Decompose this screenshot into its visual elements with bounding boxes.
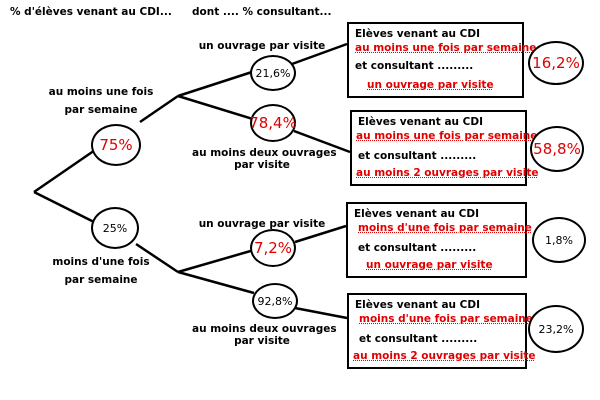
edge-split-to-78	[177, 94, 257, 122]
result-circle-1: 16,2%	[528, 41, 584, 85]
edge-75-to-split	[139, 94, 179, 124]
node-25: 25%	[91, 207, 139, 249]
edge-split-to-21	[177, 70, 253, 98]
node-7-2: 7,2%	[250, 229, 296, 267]
box1-line1: Elèves venant au CDI	[355, 28, 480, 40]
level1-label-top-line2: par semaine	[64, 104, 138, 116]
level2-label-2: au moins deux ouvrages par visite	[192, 147, 337, 171]
level1-label-bottom-line2: par semaine	[64, 274, 138, 286]
result-circle-3: 1,8%	[532, 217, 586, 263]
edge-root-to-25	[33, 190, 95, 224]
box4-line3: et consultant .........	[359, 333, 478, 345]
header-left: % d'élèves venant au CDI...	[10, 6, 172, 18]
box1-line4: un ouvrage par visite	[367, 79, 494, 91]
level1-label-bottom: moins d'une fois par semaine	[46, 256, 156, 286]
box2-line4: au moins 2 ouvrages par visite	[356, 167, 539, 179]
result-box-4: Elèves venant au CDI moins d'une fois pa…	[347, 293, 536, 369]
edge-21-to-box1	[291, 42, 348, 66]
level2-label-1: un ouvrage par visite	[198, 40, 326, 52]
box3-line3: et consultant .........	[358, 242, 477, 254]
edge-root-to-75	[33, 146, 99, 194]
edge-split-to-92	[177, 270, 255, 295]
level2-label-4: au moins deux ouvrages par visite	[192, 323, 337, 347]
level1-label-top: au moins une fois par semaine	[46, 86, 156, 116]
box4-line4: au moins 2 ouvrages par visite	[353, 350, 536, 362]
level1-label-bottom-line1: moins d'une fois	[52, 256, 150, 268]
result-circle-4: 23,2%	[528, 305, 584, 353]
box2-line1: Elèves venant au CDI	[358, 116, 483, 128]
box3-line2: moins d'une fois par semaine	[358, 222, 532, 234]
box4-line1: Elèves venant au CDI	[355, 299, 480, 311]
node-21-6: 21,6%	[250, 55, 296, 91]
box1-line3: et consultant .........	[355, 60, 474, 72]
box3-line4: un ouvrage par visite	[366, 259, 493, 271]
edge-7-to-box3	[294, 224, 347, 244]
header-middle: dont .... % consultant...	[192, 6, 332, 18]
node-92-8: 92,8%	[252, 283, 298, 319]
box2-line3: et consultant .........	[358, 150, 477, 162]
edge-92-to-box4	[294, 306, 348, 320]
edge-25-to-split	[135, 242, 179, 274]
level2-label-3: un ouvrage par visite	[198, 218, 326, 230]
box3-line1: Elèves venant au CDI	[354, 208, 479, 220]
box2-line2: au moins une fois par semaine	[356, 130, 538, 142]
node-75: 75%	[91, 124, 141, 166]
box1-line2: au moins une fois par semaine	[355, 42, 537, 54]
result-box-3: Elèves venant au CDI moins d'une fois pa…	[346, 202, 532, 278]
result-circle-2: 58,8%	[530, 126, 584, 172]
level1-label-top-line1: au moins une fois	[48, 86, 154, 98]
edge-split-to-7	[177, 248, 255, 274]
result-box-1: Elèves venant au CDI au moins une fois p…	[347, 22, 536, 98]
edge-78-to-box2	[293, 129, 351, 154]
box4-line2: moins d'une fois par semaine	[359, 313, 533, 325]
result-box-2: Elèves venant au CDI au moins une fois p…	[350, 110, 539, 186]
node-78-4: 78,4%	[249, 104, 297, 142]
